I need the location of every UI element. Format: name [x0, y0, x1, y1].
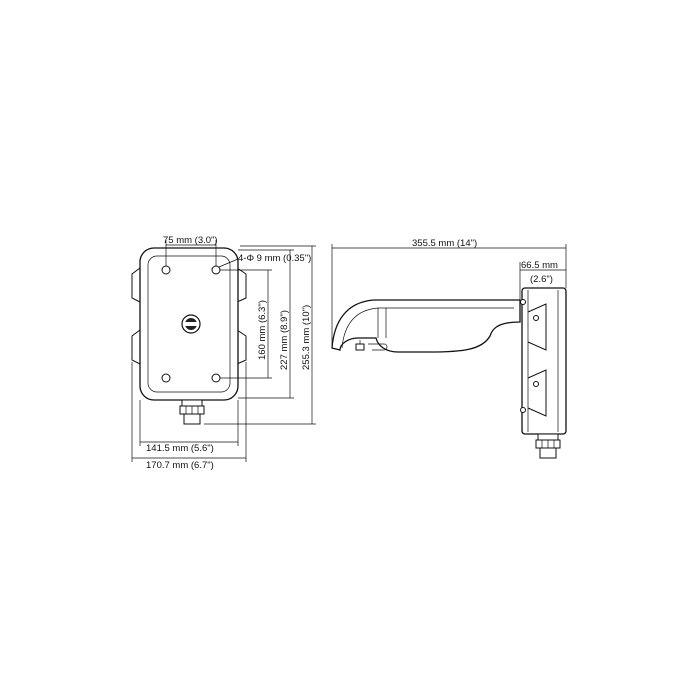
junction-box-inner-edge	[147, 255, 231, 393]
dim-holes-leader	[218, 258, 239, 268]
side-box-screw-3	[533, 315, 539, 321]
dim-depth-label-mm: 66.5 mm	[521, 260, 558, 271]
side-box-screw-1	[520, 299, 526, 305]
dim-length-line	[331, 244, 567, 346]
dim-hole-spacing-label: 75 mm (3.0")	[163, 235, 218, 246]
left-flange	[131, 267, 141, 365]
center-cable-port-icon	[181, 314, 201, 334]
mounting-hole-bottom-right	[211, 373, 221, 383]
bracket-arm	[331, 299, 521, 353]
mounting-hole-top-right	[211, 265, 221, 275]
dim-holes-label: 4-Φ 9 mm (0.35")	[238, 253, 311, 264]
cable-gland-icon	[179, 399, 205, 425]
dim-141-label: 141.5 mm (5.6")	[146, 443, 214, 454]
arm-hook	[368, 343, 388, 351]
side-box-bracket-bottom	[527, 369, 547, 417]
side-box-bracket-top	[527, 303, 547, 351]
dim-hole-spacing-line	[165, 240, 217, 266]
dim-141-line	[139, 400, 239, 446]
dim-227-label: 227 mm (8.9")	[279, 310, 290, 370]
dim-170-label: 170.7 mm (6.7")	[146, 460, 214, 471]
dim-170-line	[131, 362, 247, 462]
side-cable-gland-icon	[535, 433, 561, 459]
side-box-body	[521, 287, 567, 435]
dim-length-label: 355.5 mm (14")	[412, 238, 477, 249]
dim-depth-label-in: (2.6")	[530, 274, 553, 285]
dim-255-line	[204, 245, 316, 425]
side-box-screw-2	[520, 407, 526, 413]
mounting-hole-bottom-left	[161, 373, 171, 383]
right-flange	[236, 267, 247, 365]
side-view: 355.5 mm (14") 66.5 mm (2.6")	[331, 238, 567, 459]
dim-255-label: 255.3 mm (10")	[301, 305, 312, 370]
dim-160-label: 160 mm (6.3")	[257, 300, 268, 360]
dim-depth-line	[519, 262, 566, 300]
mounting-hole-top-left	[161, 265, 171, 275]
front-view: 75 mm (3.0") 4-Φ 9 mm (0.35") 160 mm (6.…	[131, 235, 316, 471]
locking-screw-icon	[355, 340, 365, 351]
side-box-screw-4	[533, 381, 539, 387]
dim-227-line	[238, 249, 294, 399]
